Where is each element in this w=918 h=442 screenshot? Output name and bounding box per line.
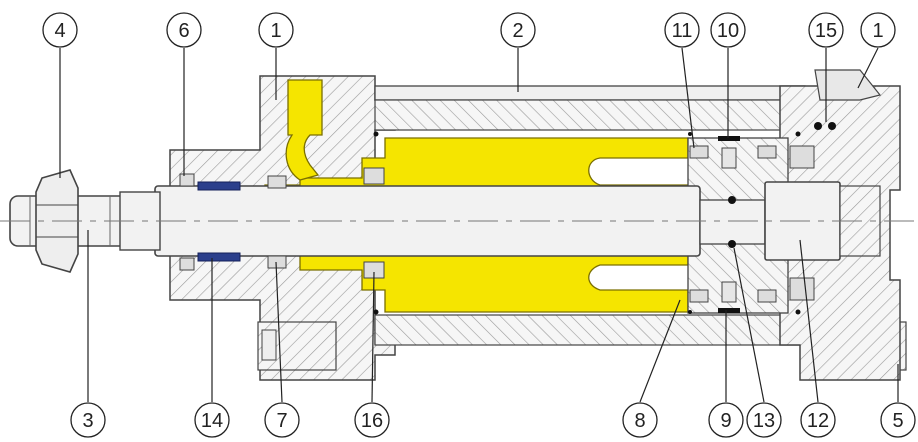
oil-port [285,79,323,181]
callout-8: 8 [622,402,658,438]
o-ring-top [728,196,736,204]
svg-text:13: 13 [753,410,775,432]
svg-text:11: 11 [672,20,693,42]
wiper-seal-top [197,181,241,191]
svg-text:7: 7 [276,410,287,432]
svg-text:14: 14 [201,410,223,432]
callout-9: 9 [708,402,744,438]
callout-2: 2 [500,12,536,48]
svg-text:10: 10 [717,20,739,42]
callout-7: 7 [264,402,300,438]
piston-seal-bottom [718,308,740,313]
svg-text:8: 8 [634,410,645,432]
callout-11: 11 [664,12,700,48]
svg-text:9: 9 [720,410,731,432]
cylinder-wall-top [374,99,806,131]
svg-text:6: 6 [178,20,189,42]
svg-text:1: 1 [270,20,281,42]
o-ring-bottom [728,240,736,248]
svg-text:4: 4 [54,20,65,42]
wiper-seal-bottom [197,252,241,262]
svg-text:2: 2 [512,20,523,42]
callout-14: 14 [194,402,230,438]
callout-4: 4 [42,12,78,48]
callout-15: 15 [808,12,844,48]
svg-text:1: 1 [872,20,883,42]
callout-6: 6 [166,12,202,48]
callout-5: 5 [880,402,916,438]
piston-seal-top [718,136,740,141]
callout-1-left: 1 [258,12,294,48]
svg-text:3: 3 [82,410,93,432]
rod-extension [699,199,766,245]
callout-12: 12 [800,402,836,438]
svg-text:16: 16 [361,410,383,432]
cylinder-wall-bottom [374,314,806,346]
callout-16: 16 [354,402,390,438]
svg-text:15: 15 [815,20,837,42]
callout-1-right: 1 [860,12,896,48]
callout-10: 10 [710,12,746,48]
svg-text:12: 12 [807,410,829,432]
svg-text:5: 5 [892,410,903,432]
barrel-tube-top [374,85,806,101]
callout-13: 13 [746,402,782,438]
callout-3: 3 [70,402,106,438]
